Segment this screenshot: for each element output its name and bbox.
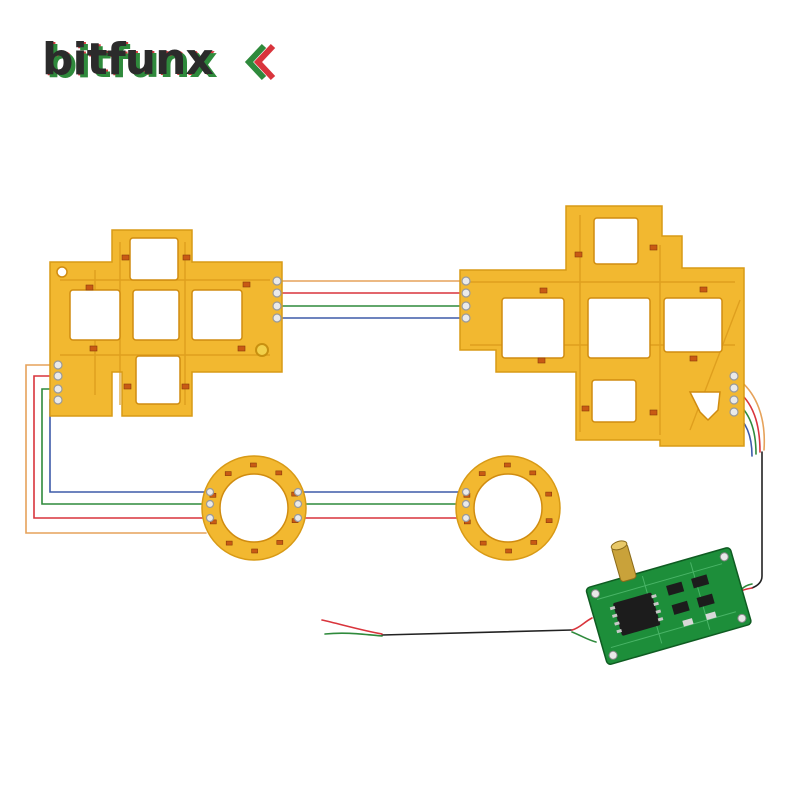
mcu-chip xyxy=(613,592,661,636)
led xyxy=(85,284,94,291)
module-pad xyxy=(590,589,600,599)
led xyxy=(121,254,130,261)
led xyxy=(699,286,708,293)
touch-sensor-icon xyxy=(610,540,637,582)
led xyxy=(539,287,548,294)
module-pad xyxy=(719,552,729,562)
led xyxy=(649,244,658,251)
led xyxy=(182,254,191,261)
led xyxy=(504,462,511,468)
led xyxy=(581,405,590,412)
right-stick-led-ring xyxy=(455,455,561,561)
wire-green xyxy=(571,631,597,643)
led xyxy=(689,355,698,362)
dpad-output-pads xyxy=(272,276,282,323)
led xyxy=(478,471,486,476)
cable-black xyxy=(751,451,763,589)
led xyxy=(530,540,538,545)
led xyxy=(250,462,257,468)
led xyxy=(89,345,98,352)
led xyxy=(275,470,283,476)
led xyxy=(237,345,246,352)
led xyxy=(224,471,232,476)
led xyxy=(225,540,233,546)
led xyxy=(649,409,658,416)
led xyxy=(181,383,190,390)
led xyxy=(545,491,553,497)
mount-hole xyxy=(56,266,68,278)
ring-pads xyxy=(205,487,303,523)
led xyxy=(529,470,537,476)
led xyxy=(545,518,553,524)
led xyxy=(251,548,258,554)
ring-pads xyxy=(461,487,471,523)
face-input-pads xyxy=(461,276,471,323)
dpad-side-pads xyxy=(53,360,63,405)
led xyxy=(276,540,284,545)
dpad-led-pcb xyxy=(49,229,283,417)
brand-logo-shadow-red: bitfunx xyxy=(44,35,215,86)
module-board xyxy=(585,547,752,665)
wire-green xyxy=(41,388,207,505)
face-button-led-pcb xyxy=(459,205,745,447)
led xyxy=(123,383,132,390)
led xyxy=(479,540,487,546)
brand-logo: bitfunx bitfunx bitfunx xyxy=(42,34,276,88)
brand-logo-shadow-green: bitfunx xyxy=(46,37,217,88)
wire-red xyxy=(33,375,207,519)
led-control-module xyxy=(585,540,752,665)
mount-hole xyxy=(255,343,269,357)
module-pad xyxy=(608,650,618,660)
brand-logo-text: bitfunx xyxy=(42,34,213,85)
led xyxy=(242,281,251,288)
wire-red xyxy=(321,619,383,635)
wire-red xyxy=(571,617,593,631)
wire-orange xyxy=(25,364,207,534)
left-stick-led-ring xyxy=(201,455,307,561)
logo-chevron-icon xyxy=(244,43,276,81)
led xyxy=(505,548,512,554)
led xyxy=(574,251,583,258)
led xyxy=(537,357,546,364)
module-pad xyxy=(737,613,747,623)
wire-green xyxy=(324,632,383,637)
face-output-pads xyxy=(729,371,739,417)
cable-black xyxy=(381,629,573,636)
notch-cutout xyxy=(688,391,721,422)
